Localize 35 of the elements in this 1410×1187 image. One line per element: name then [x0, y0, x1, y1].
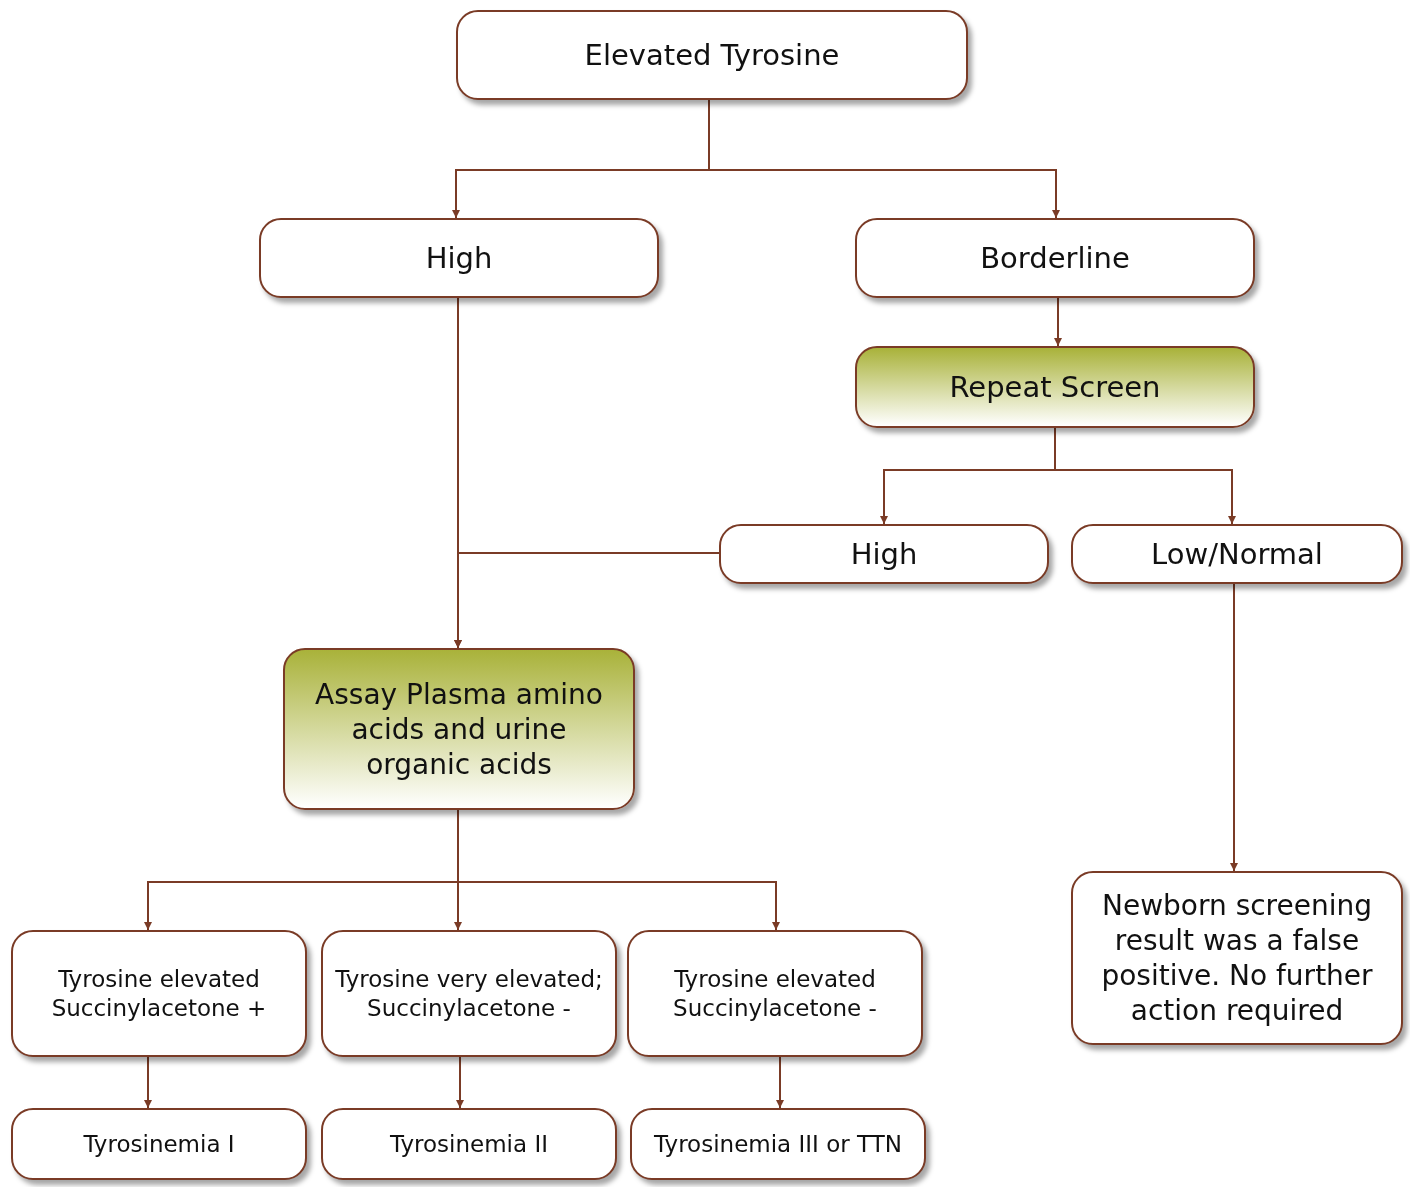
arrow [1054, 297, 1062, 347]
arrow [456, 1056, 464, 1109]
process-box [321, 930, 617, 1057]
box-label: Tyrosine elevated Succinylacetone + [50, 964, 268, 1023]
process-box [259, 218, 659, 298]
box-label: Elevated Tyrosine [584, 36, 840, 74]
box-label: High [850, 535, 918, 573]
arrow [454, 552, 720, 649]
box-label: Tyrosinemia III or TTN [654, 1129, 902, 1159]
box-label: Tyrosinemia I [83, 1129, 235, 1159]
process-box [855, 218, 1255, 298]
arrow [776, 1056, 784, 1109]
process-box [456, 10, 968, 100]
arrow [1230, 583, 1238, 872]
process-box [1071, 871, 1403, 1045]
box-label: Tyrosinemia II [390, 1129, 548, 1159]
process-box [719, 524, 1049, 584]
box-label: Tyrosine very elevated; Succinylacetone - [334, 964, 604, 1023]
box-label: Tyrosine elevated Succinylacetone - [672, 964, 878, 1023]
process-box [11, 1108, 307, 1180]
box-label: Newborn screening result was a false positive. No further action required [1100, 888, 1374, 1028]
arrow [1054, 427, 1236, 525]
box-label: High [425, 239, 493, 277]
box-label: Repeat Screen [949, 368, 1161, 406]
box-label: Low/Normal [1151, 535, 1323, 573]
arrow [144, 1056, 152, 1109]
action-box [283, 648, 635, 810]
process-box [630, 1108, 926, 1180]
action-box [855, 346, 1255, 428]
process-box [11, 930, 307, 1057]
box-label: Assay Plasma amino acids and urine organic acids [314, 676, 604, 782]
process-box [1071, 524, 1403, 584]
box-label: Borderline [980, 239, 1130, 277]
process-box [627, 930, 923, 1057]
process-box [321, 1108, 617, 1180]
